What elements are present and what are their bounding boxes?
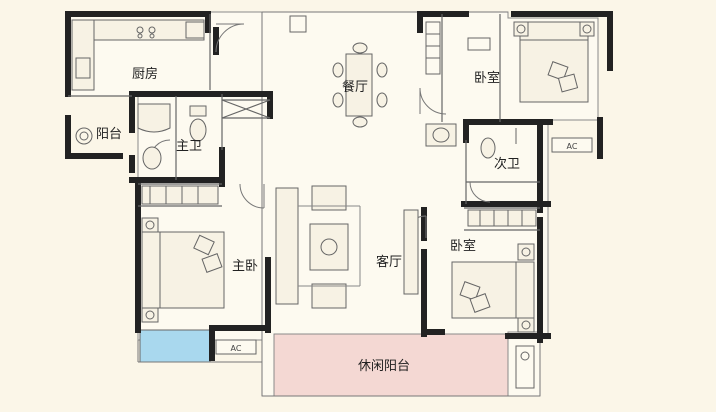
chair	[352, 116, 368, 128]
coffee-table	[309, 223, 349, 271]
wardrobe	[141, 185, 219, 205]
e-bedroom-furniture	[451, 209, 537, 333]
second-bath-door	[469, 181, 491, 203]
nightstand	[513, 21, 529, 37]
second-bath-fixtures	[425, 123, 517, 159]
kitchen-counter-side	[71, 19, 95, 91]
nightstand	[141, 307, 159, 323]
toilet-icon	[189, 118, 207, 142]
stove-burner	[137, 33, 143, 39]
chair	[352, 42, 368, 54]
chair	[332, 92, 344, 108]
balcony-cabinet	[515, 345, 535, 389]
armchair	[311, 283, 347, 309]
nightstand	[141, 217, 159, 233]
walls	[65, 11, 613, 361]
chair	[332, 62, 344, 78]
leisure-balcony-area	[273, 333, 511, 397]
stove-burner	[136, 26, 144, 34]
label-master-bath: 主卫	[176, 139, 202, 154]
living-furniture	[275, 185, 419, 309]
toilet-icon	[480, 137, 496, 159]
wardrobe	[467, 209, 537, 227]
basin-icon	[142, 146, 162, 170]
ac-label: AC	[567, 142, 578, 151]
sofa	[275, 187, 299, 305]
ac-unit-master	[215, 339, 257, 355]
master-bedroom-furniture	[141, 185, 225, 323]
kitchen-fixtures	[71, 19, 205, 91]
label-second-bath: 次卫	[494, 156, 520, 172]
washer-icon	[75, 127, 93, 145]
ac-unit-ne	[551, 137, 593, 153]
bed-headboard	[515, 261, 535, 319]
fridge	[185, 21, 205, 39]
partitions	[68, 14, 540, 231]
shower-icon	[137, 103, 171, 133]
pillow	[201, 253, 223, 273]
dining-table	[345, 53, 373, 117]
balcony-right-area	[507, 331, 541, 397]
label-living: 客厅	[376, 254, 402, 270]
ne-bedroom-bed	[513, 21, 595, 103]
master-bath-fixtures	[137, 103, 207, 170]
label-dining: 餐厅	[342, 79, 368, 95]
kitchen-sink	[75, 57, 91, 79]
nightstand	[517, 243, 535, 261]
pillow	[459, 281, 481, 301]
room-labels: 厨房 餐厅 卧室 阳台 主卫 次卫 主卧 客厅 卧室 休闲阳台	[96, 66, 520, 374]
stove-burner	[149, 33, 155, 39]
label-leisure-balcony: 休闲阳台	[358, 359, 410, 374]
pool-area	[139, 329, 211, 363]
nightstand	[517, 317, 535, 333]
nightstand	[579, 21, 595, 37]
chair	[376, 92, 388, 108]
dining-shelves	[289, 15, 491, 75]
master-bedroom-door	[239, 183, 265, 209]
label-master-bedroom: 主卧	[232, 259, 258, 274]
pillow	[557, 73, 579, 93]
label-kitchen: 厨房	[132, 66, 158, 82]
chair	[376, 62, 388, 78]
pillow	[193, 234, 215, 256]
basin-icon	[432, 127, 450, 143]
tv-cabinet	[403, 209, 419, 295]
bed-headboard	[141, 231, 161, 309]
bed-headboard	[519, 21, 589, 41]
pillow	[469, 293, 491, 313]
stove-burner	[148, 26, 156, 34]
label-bedroom-e: 卧室	[450, 238, 476, 254]
dining-set	[332, 42, 388, 128]
label-bedroom-ne: 卧室	[474, 70, 500, 86]
pillow	[547, 61, 569, 81]
label-balcony-w: 阳台	[96, 127, 122, 142]
ac-label: AC	[231, 344, 242, 353]
